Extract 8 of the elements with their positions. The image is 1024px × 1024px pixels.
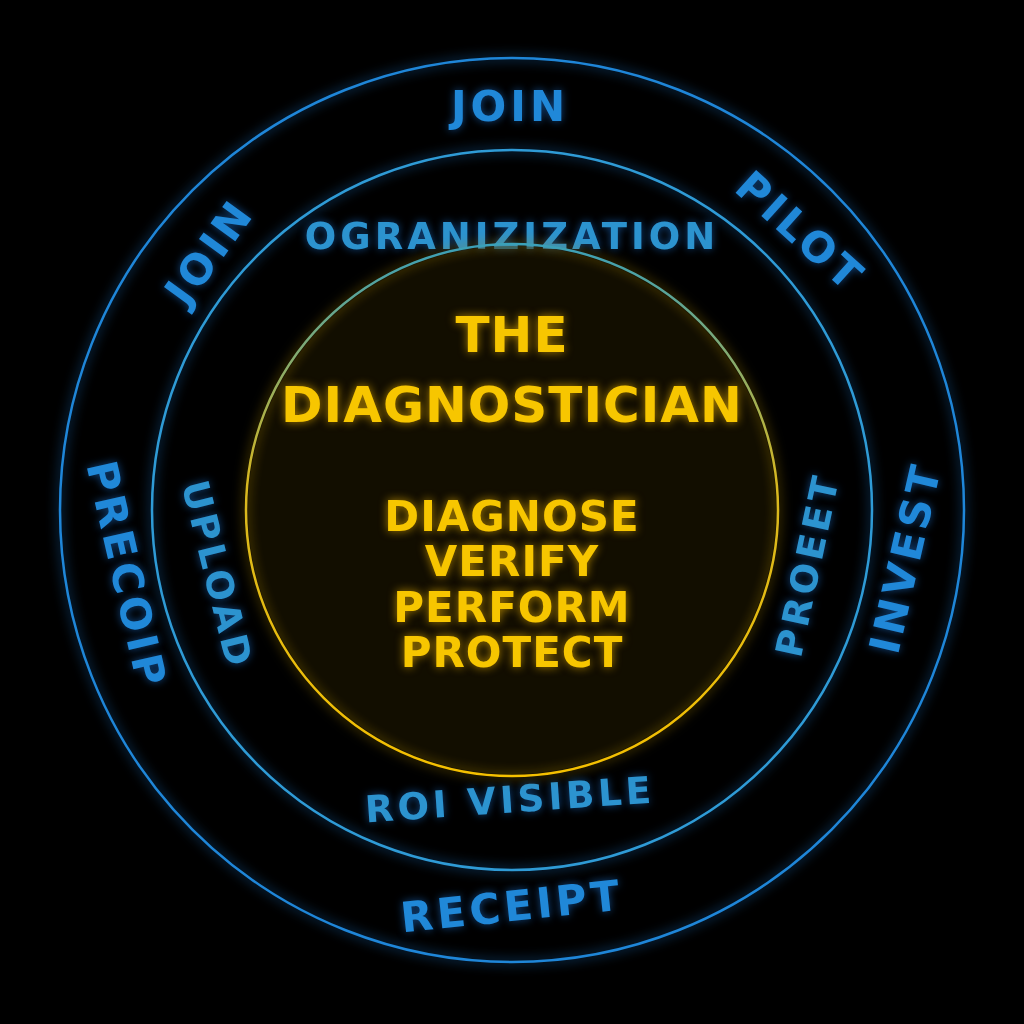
ring-label: ROI VISIBLE (363, 771, 657, 829)
ring-label: RECEIPT (398, 874, 626, 940)
body-text: DIAGNOSE VERIFY PERFORM PROTECT (384, 494, 640, 676)
ring-label: PROEET (770, 469, 846, 661)
ring-label: JOIN (450, 86, 570, 128)
ring-label: OGRANIZIZATION (304, 217, 720, 255)
title-text: THE DIAGNOSTICIAN (280, 305, 744, 436)
ring-label: INVEST (863, 458, 949, 658)
